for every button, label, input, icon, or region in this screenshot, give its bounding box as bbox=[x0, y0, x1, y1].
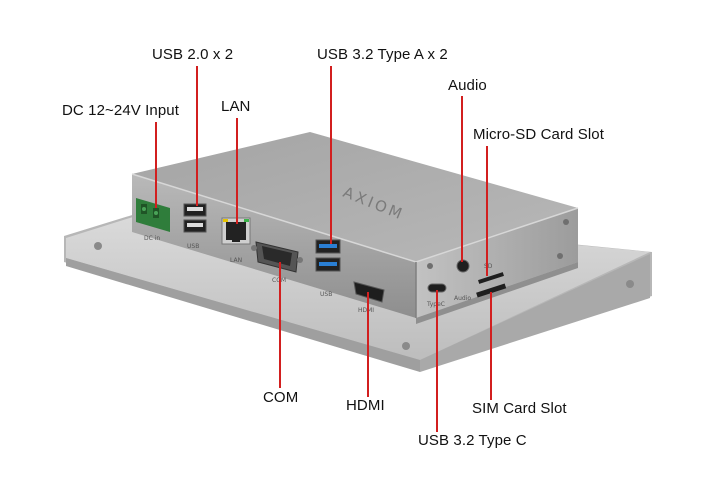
label-usb32c: USB 3.2 Type C bbox=[418, 432, 527, 449]
label-usb20: USB 2.0 x 2 bbox=[152, 46, 234, 63]
sd-port-marking: SD bbox=[484, 263, 493, 270]
lan-port-marking: LAN bbox=[230, 257, 242, 264]
usb-port-marking: USB bbox=[187, 243, 199, 250]
hdmi-port-marking: HDMI bbox=[358, 307, 374, 314]
usb32a-ports: USB bbox=[315, 239, 341, 298]
label-usb32a: USB 3.2 Type A x 2 bbox=[317, 46, 448, 63]
label-com: COM bbox=[263, 389, 299, 406]
usb20-ports: USB bbox=[183, 203, 207, 250]
label-sim: SIM Card Slot bbox=[472, 400, 567, 417]
dc-port-marking: DC in bbox=[144, 235, 160, 242]
label-microsd: Micro-SD Card Slot bbox=[473, 126, 604, 143]
audio-port-marking: Audio bbox=[454, 295, 471, 302]
side-ports: TypeC Audio SD bbox=[426, 259, 507, 308]
label-lan: LAN bbox=[221, 98, 251, 115]
typec-port-marking: TypeC bbox=[426, 301, 445, 308]
label-dc-input: DC 12~24V Input bbox=[62, 102, 179, 119]
dc-terminal: DC in bbox=[136, 198, 170, 242]
label-audio: Audio bbox=[448, 77, 487, 94]
callout-lines bbox=[155, 66, 492, 432]
usb3-port-marking: USB bbox=[320, 291, 332, 298]
label-hdmi: HDMI bbox=[346, 397, 385, 414]
